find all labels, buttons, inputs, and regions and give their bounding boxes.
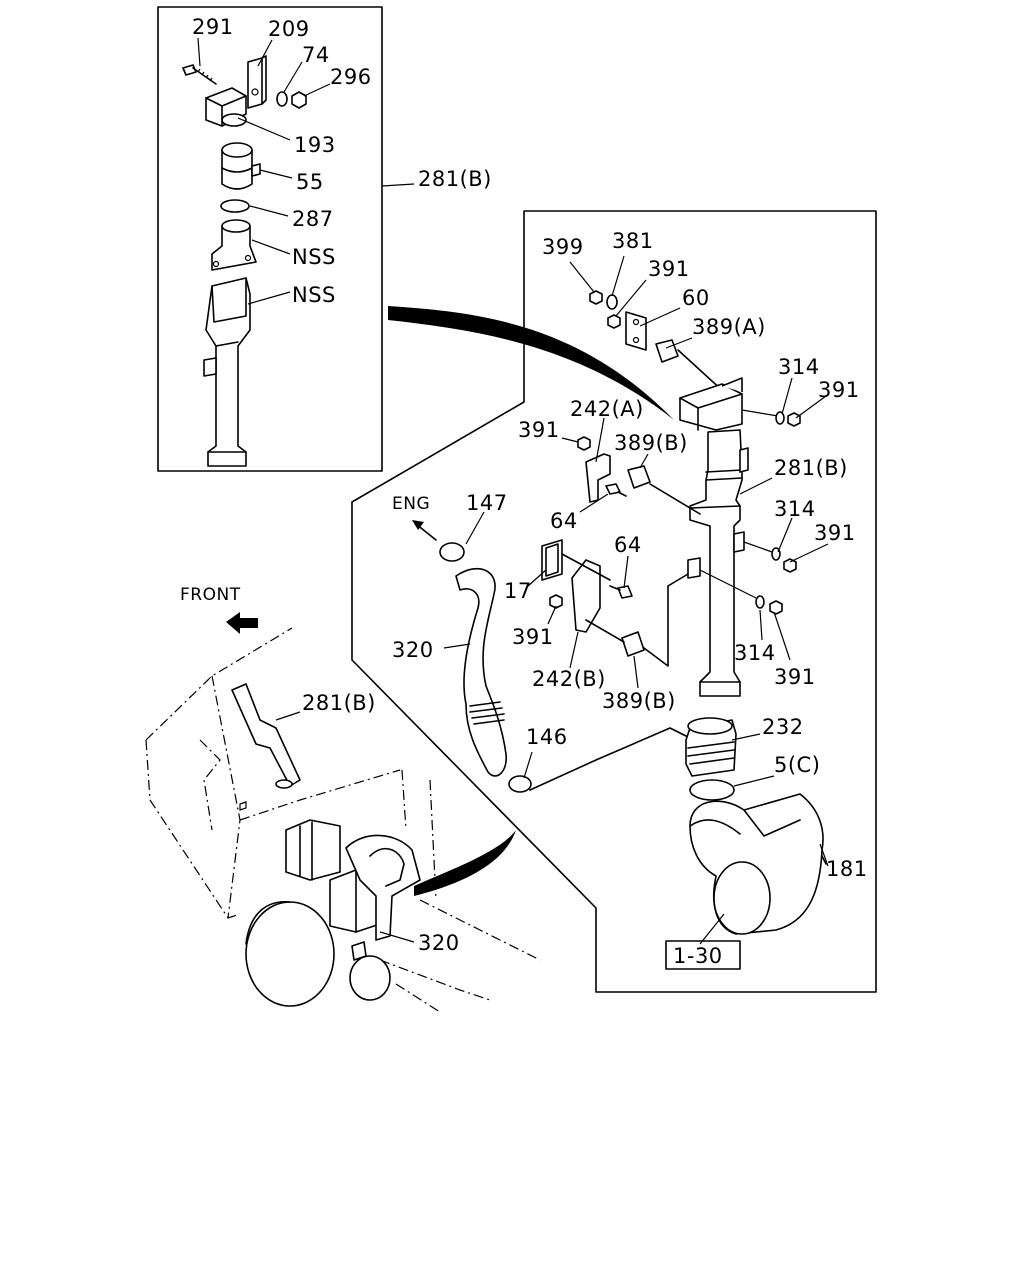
callout-242b: 242(B) xyxy=(532,667,606,691)
callout-391-f: 391 xyxy=(774,665,816,689)
callout-55: 55 xyxy=(296,170,324,194)
callout-391-e: 391 xyxy=(512,625,554,649)
callout-181: 181 xyxy=(826,857,868,881)
callout-389a: 389(A) xyxy=(692,315,766,339)
callout-147: 147 xyxy=(466,491,508,515)
inset-leaders xyxy=(197,37,331,305)
callout-1-30: 1-30 xyxy=(673,944,723,968)
callout-391-c: 391 xyxy=(518,418,560,442)
callout-381: 381 xyxy=(612,229,654,253)
callout-64-a: 64 xyxy=(550,509,578,533)
callout-209: 209 xyxy=(268,17,310,41)
arrow-eng-icon xyxy=(412,520,437,541)
detail-box-outline xyxy=(351,210,877,993)
part-pipe-55 xyxy=(221,142,261,190)
part-adapter-nss xyxy=(211,219,257,271)
label-eng: ENG xyxy=(392,494,430,514)
callout-314-a: 314 xyxy=(778,355,820,379)
callout-17: 17 xyxy=(504,579,532,603)
part-duct-nss xyxy=(203,277,251,467)
callout-314-b: 314 xyxy=(774,497,816,521)
callout-193: 193 xyxy=(294,133,336,157)
part-nut-296 xyxy=(291,91,307,109)
detail-leaders xyxy=(443,255,829,945)
part-washer-74 xyxy=(276,91,288,107)
callout-nss-1: NSS xyxy=(292,245,336,269)
arrow-front-icon xyxy=(226,612,258,634)
callout-389b-b: 389(B) xyxy=(602,689,676,713)
callout-281b-mid: 281(B) xyxy=(774,456,848,480)
callout-281b-top: 281(B) xyxy=(418,167,492,191)
callout-5c: 5(C) xyxy=(774,753,820,777)
callout-389b-a: 389(B) xyxy=(614,431,688,455)
callout-146: 146 xyxy=(526,725,568,749)
callout-391-a: 391 xyxy=(648,257,690,281)
reference-box-1-30 xyxy=(665,940,741,970)
part-bolt-291 xyxy=(182,64,217,85)
callout-nss-2: NSS xyxy=(292,283,336,307)
callout-314-c: 314 xyxy=(734,641,776,665)
label-front: FRONT xyxy=(180,585,241,605)
callout-391-b: 391 xyxy=(818,378,860,402)
callout-291: 291 xyxy=(192,15,234,39)
callout-74: 74 xyxy=(302,43,330,67)
inset-box-snorkel: 291 209 74 296 193 55 287 NSS NSS xyxy=(157,6,383,472)
part-elbow-193 xyxy=(205,87,247,127)
callout-296: 296 xyxy=(330,65,372,89)
callout-399: 399 xyxy=(542,235,584,259)
callout-60: 60 xyxy=(682,286,710,310)
callout-232: 232 xyxy=(762,715,804,739)
callout-287: 287 xyxy=(292,207,334,231)
callout-281b-low: 281(B) xyxy=(302,691,376,715)
connector-sweep-top xyxy=(388,306,674,420)
part-clamp-287 xyxy=(220,199,250,213)
callout-320-a: 320 xyxy=(392,638,434,662)
callout-64-b: 64 xyxy=(614,533,642,557)
truck-overview xyxy=(145,627,541,1013)
callout-320-b: 320 xyxy=(418,931,460,955)
callout-242a: 242(A) xyxy=(570,397,644,421)
detail-parts xyxy=(439,290,827,935)
callout-391-d: 391 xyxy=(814,521,856,545)
part-bracket-209 xyxy=(247,55,267,109)
